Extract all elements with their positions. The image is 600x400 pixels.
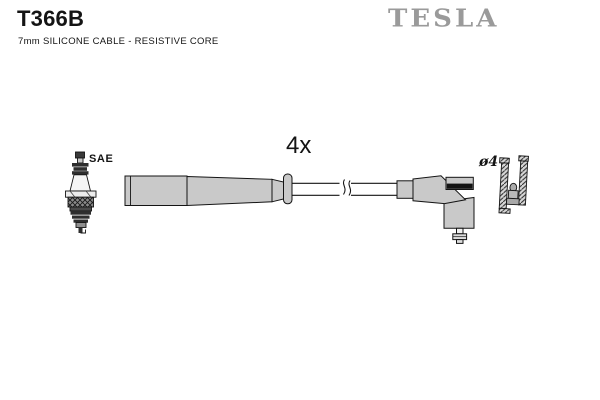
- socket-right-flange: [518, 155, 529, 162]
- part-number: T366B: [17, 6, 85, 31]
- product-subtitle: 7mm SILICONE CABLE - RESISTIVE CORE: [18, 36, 219, 47]
- cable-break-squiggle-right: [348, 180, 352, 196]
- spark-plug-terminal-post: [77, 157, 84, 164]
- spark-plug-electrode: [78, 227, 83, 233]
- elbow-boot-sleeve: [396, 180, 414, 199]
- elbow-boot-top-bar-shadow: [446, 183, 473, 189]
- spark-plug-standard-label: SAE: [89, 153, 114, 165]
- socket-pin-base: [505, 197, 520, 206]
- spark-plug-hex: [67, 196, 94, 208]
- spark-plug-gasket: [69, 206, 92, 212]
- socket-left-flange: [499, 157, 510, 164]
- spark-plug-terminal-nub: [75, 151, 85, 159]
- elbow-boot-taper: [412, 175, 467, 205]
- spark-plug-ceramic: [69, 174, 92, 192]
- socket-right-wall: [517, 160, 529, 206]
- spark-plug-insulator-ribs: [72, 163, 89, 175]
- terminal-diameter-label: ø4: [479, 154, 499, 170]
- cable-boot-segment-1: [124, 175, 188, 206]
- brand-logo: TESLA: [388, 5, 500, 33]
- socket-bottom-foot: [498, 207, 511, 214]
- quantity-label: 4x: [286, 132, 312, 159]
- terminal-cross-section: [498, 155, 529, 214]
- spark-plug-shell-tip: [75, 222, 87, 228]
- cable-boot-segment-2: [186, 175, 273, 207]
- spark-plug-threads: [70, 211, 91, 223]
- cable-boot-flange: [283, 173, 293, 205]
- ignition-cable-illustration: [124, 173, 475, 244]
- cable-break-squiggle-left: [342, 179, 346, 195]
- cable-boot-segment-3: [271, 178, 284, 203]
- spark-plug-ground-electrode: [80, 229, 86, 234]
- spark-plug-illustration: [65, 151, 97, 234]
- spark-plug-collar: [65, 190, 97, 198]
- spark-plug-collar-lines: [69, 190, 92, 198]
- elbow-terminal-neck: [456, 227, 464, 235]
- elbow-terminal-tip: [456, 239, 464, 244]
